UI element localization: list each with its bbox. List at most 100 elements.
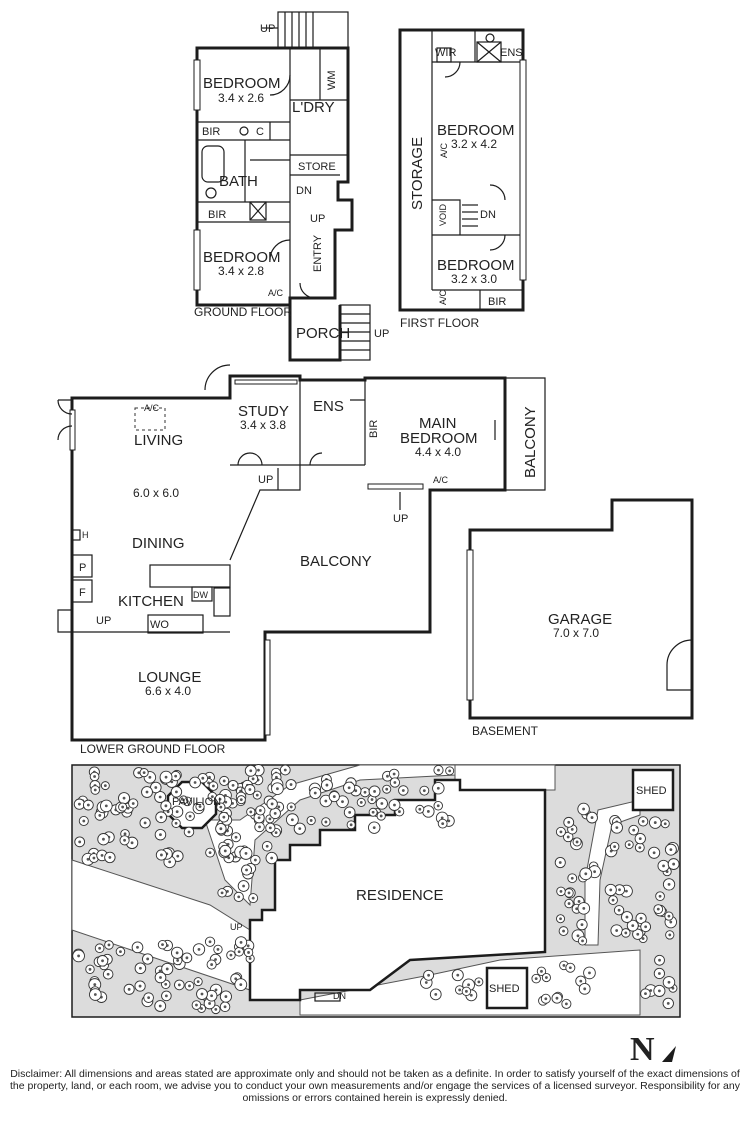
tree-center-icon bbox=[197, 947, 201, 951]
lg-dw-label: DW bbox=[193, 590, 208, 600]
tree-center-icon bbox=[108, 856, 112, 859]
tree-center-icon bbox=[185, 956, 189, 960]
tree-center-icon bbox=[567, 820, 571, 824]
tree-center-icon bbox=[188, 814, 192, 818]
ff-ac1-label: A/C bbox=[439, 142, 449, 158]
tree-center-icon bbox=[624, 889, 628, 893]
tree-center-icon bbox=[581, 939, 584, 943]
tree-center-icon bbox=[229, 953, 233, 957]
tree-center-icon bbox=[247, 951, 250, 954]
gf-bir1-label: BIR bbox=[202, 126, 220, 138]
tree-center-icon bbox=[567, 902, 571, 905]
gf-wm-label: WM bbox=[326, 70, 338, 90]
tree-center-icon bbox=[187, 830, 191, 834]
tree-center-icon bbox=[534, 977, 538, 980]
tree-center-icon bbox=[590, 816, 594, 819]
tree-center-icon bbox=[309, 819, 313, 822]
tree-center-icon bbox=[224, 995, 228, 998]
tree-center-icon bbox=[477, 980, 481, 984]
tree-center-icon bbox=[82, 819, 86, 823]
tree-center-icon bbox=[458, 988, 462, 992]
tree-center-icon bbox=[93, 993, 97, 996]
tree-center-icon bbox=[447, 819, 451, 823]
ff-bedroom1-size: 3.2 x 4.2 bbox=[451, 137, 497, 151]
tree-center-icon bbox=[123, 832, 127, 836]
residence-label: RESIDENCE bbox=[356, 887, 444, 904]
tree-center-icon bbox=[175, 810, 179, 814]
tree-center-icon bbox=[638, 837, 642, 841]
tree-center-icon bbox=[222, 815, 226, 819]
tree-center-icon bbox=[160, 853, 163, 857]
tree-center-icon bbox=[313, 791, 317, 795]
lg-balcony-label: BALCONY bbox=[300, 553, 372, 570]
tree-center-icon bbox=[248, 788, 252, 791]
tree-center-icon bbox=[615, 826, 619, 829]
tree-center-icon bbox=[672, 862, 676, 866]
tree-center-icon bbox=[380, 802, 384, 805]
tree-center-icon bbox=[270, 802, 274, 806]
tree-center-icon bbox=[164, 994, 168, 998]
tree-center-icon bbox=[669, 920, 673, 924]
tree-center-icon bbox=[652, 851, 656, 855]
tree-center-icon bbox=[359, 801, 363, 804]
tree-center-icon bbox=[427, 973, 430, 977]
tree-center-icon bbox=[562, 929, 565, 933]
tree-center-icon bbox=[268, 817, 272, 821]
pavilion-label: PAVILION bbox=[172, 796, 221, 808]
tree-center-icon bbox=[559, 889, 563, 893]
tree-center-icon bbox=[469, 993, 473, 997]
tree-center-icon bbox=[667, 883, 671, 886]
gf-laundry-label: L'DRY bbox=[292, 99, 335, 116]
tree-center-icon bbox=[611, 898, 615, 902]
tree-center-icon bbox=[222, 779, 226, 783]
tree-center-icon bbox=[422, 789, 426, 793]
tree-center-icon bbox=[273, 811, 277, 815]
tree-center-icon bbox=[324, 820, 328, 824]
tree-center-icon bbox=[195, 1003, 198, 1007]
tree-center-icon bbox=[568, 966, 572, 970]
tree-center-icon bbox=[456, 973, 460, 977]
tree-center-icon bbox=[78, 840, 82, 844]
ff-wir-label: WIR bbox=[435, 47, 456, 59]
tree-center-icon bbox=[136, 945, 139, 949]
tree-center-icon bbox=[276, 787, 279, 791]
tree-center-icon bbox=[656, 907, 660, 911]
tree-center-icon bbox=[182, 798, 185, 802]
gf-store-label: STORE bbox=[298, 161, 336, 173]
tree-center-icon bbox=[393, 803, 396, 807]
tree-center-icon bbox=[609, 888, 613, 892]
tree-center-icon bbox=[257, 816, 261, 820]
tree-center-icon bbox=[401, 789, 405, 792]
tree-center-icon bbox=[372, 826, 376, 830]
tree-center-icon bbox=[558, 861, 562, 864]
tree-center-icon bbox=[104, 804, 108, 808]
tree-center-icon bbox=[77, 954, 81, 958]
tree-center-icon bbox=[617, 908, 621, 912]
basement-title: BASEMENT bbox=[472, 724, 539, 738]
tree-center-icon bbox=[289, 783, 293, 786]
tree-center-icon bbox=[644, 992, 647, 996]
tree-center-icon bbox=[618, 888, 621, 892]
tree-center-icon bbox=[544, 997, 548, 1001]
tree-center-icon bbox=[237, 950, 241, 954]
tree-center-icon bbox=[251, 777, 255, 781]
tree-center-icon bbox=[570, 876, 574, 880]
tree-center-icon bbox=[667, 914, 671, 918]
tree-center-icon bbox=[436, 786, 440, 790]
tree-center-icon bbox=[210, 963, 214, 966]
lg-up-study-label: UP bbox=[258, 474, 273, 486]
tree-center-icon bbox=[298, 827, 302, 831]
tree-center-icon bbox=[121, 805, 125, 809]
tree-center-icon bbox=[122, 796, 126, 800]
tree-center-icon bbox=[239, 983, 243, 987]
tree-center-icon bbox=[159, 815, 163, 819]
gf-dn-label: DN bbox=[296, 185, 312, 197]
tree-center-icon bbox=[575, 840, 579, 844]
tree-center-icon bbox=[467, 983, 470, 987]
ff-title: FIRST FLOOR bbox=[400, 316, 479, 330]
tree-center-icon bbox=[657, 989, 661, 993]
svg-text:N: N bbox=[630, 1031, 655, 1068]
basement-plan bbox=[466, 498, 694, 720]
site-trees bbox=[72, 764, 680, 1015]
